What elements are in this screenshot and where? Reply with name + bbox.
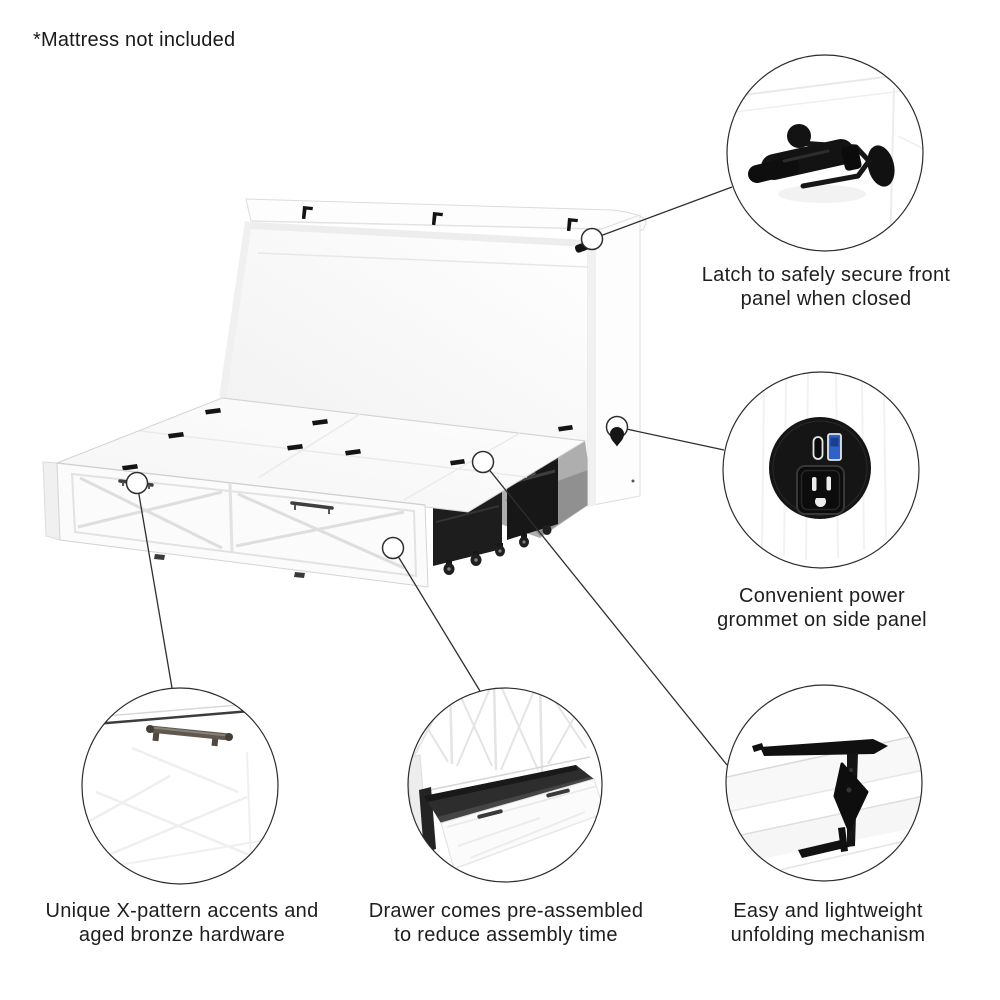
leader-line-latch [591, 186, 733, 240]
anchor-dot-mechanism [471, 450, 495, 474]
caption-drawer: Drawer comes pre-assembled to reduce ass… [326, 899, 686, 947]
leader-line-mechanism [482, 461, 728, 766]
caption-latch-line1: Latch to safely secure front [701, 264, 951, 286]
latch-icon [733, 72, 923, 251]
feature-circle-latch [726, 54, 924, 252]
caster-wheels [443, 522, 552, 575]
anchor-dot-xpattern [125, 471, 149, 495]
location-pin-icon [610, 427, 624, 447]
power-grommet-icon [761, 372, 887, 561]
feature-circle-mechanism [725, 684, 923, 882]
panel-foot [154, 554, 165, 560]
leader-line-drawer [392, 547, 481, 692]
caption-mechanism-line2: unfolding mechanism [730, 924, 926, 946]
caption-drawer-line1: Drawer comes pre-assembled [368, 900, 644, 922]
mattress-disclaimer: *Mattress not included [33, 29, 236, 51]
feature-circle-drawer [407, 687, 603, 883]
usb-c-port-icon [812, 436, 824, 460]
outlet-icon [796, 465, 845, 515]
caption-xpattern-line2: aged bronze hardware [78, 924, 286, 946]
bronze-handle [146, 725, 233, 747]
caption-power-line1: Convenient power [738, 585, 905, 607]
anchor-dot-drawer [381, 536, 405, 560]
leader-lines [136, 186, 733, 766]
caption-latch-line2: panel when closed [740, 288, 912, 310]
caption-xpattern: Unique X-pattern accents and aged bronze… [2, 899, 362, 947]
feature-circle-xpattern [81, 687, 279, 885]
panel-foot [294, 572, 305, 578]
lid-clip-icon [249, 206, 578, 232]
cabinet-lid [245, 198, 647, 232]
x-pattern-handle-icon [87, 702, 267, 869]
unfold-mechanism-icon [726, 733, 922, 879]
panel-handle-center [290, 501, 334, 514]
caption-xpattern-line1: Unique X-pattern accents and [45, 900, 319, 922]
caption-mechanism-line1: Easy and lightweight [733, 900, 923, 922]
front-panel [42, 461, 429, 588]
x-pattern-accents [77, 476, 405, 570]
leader-line-xpattern [136, 482, 173, 689]
anchor-dot-latch [580, 227, 604, 251]
caption-mechanism: Easy and lightweight unfolding mechanism [648, 899, 1000, 947]
caption-power-line2: grommet on side panel [717, 609, 927, 631]
caption-power: Convenient power grommet on side panel [642, 584, 1000, 632]
caption-latch: Latch to safely secure front panel when … [646, 263, 1000, 311]
bed-deck [56, 397, 587, 513]
anchor-dots [125, 227, 629, 560]
leader-line-power [616, 426, 725, 451]
deck-latch-straps [122, 408, 573, 471]
feature-circle-power [722, 371, 920, 569]
open-drawer-icon [408, 688, 602, 870]
caption-drawer-line2: to reduce assembly time [394, 924, 618, 946]
usb-a-port-icon [827, 433, 842, 461]
cabinet-interior [219, 221, 589, 455]
cabinet-side-panel [587, 214, 641, 507]
